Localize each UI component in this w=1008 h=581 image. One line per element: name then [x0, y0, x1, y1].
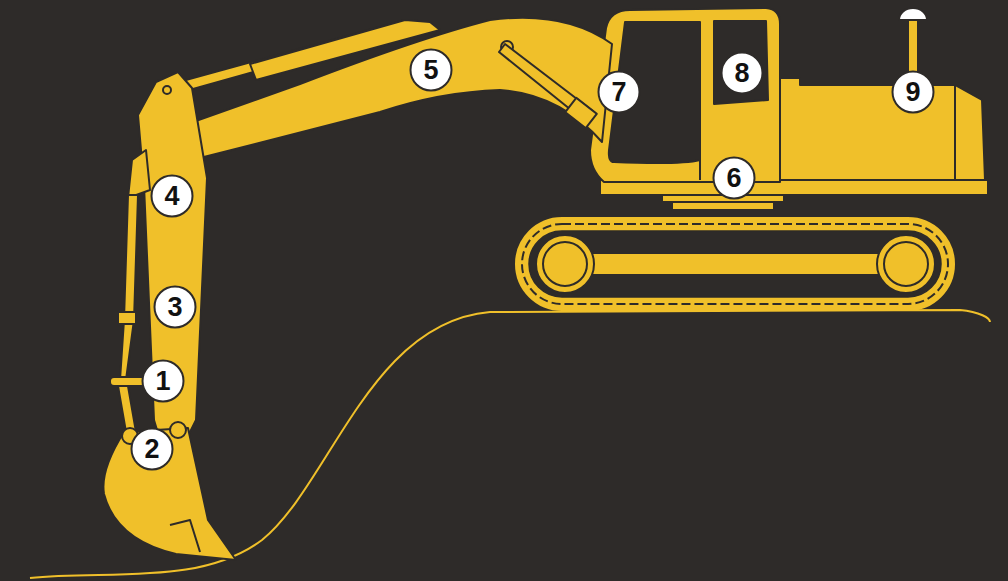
arm-pin — [163, 86, 171, 94]
callout-circle: 2 — [130, 427, 174, 471]
callout-circle: 1 — [141, 359, 185, 403]
bucket-cylinder-rod — [120, 320, 134, 380]
drive-hub — [884, 242, 928, 286]
bucket-cylinder-barrel — [124, 195, 138, 320]
callout-circle-shape — [599, 72, 640, 113]
callout-number: 5 — [423, 57, 438, 84]
arm — [138, 72, 207, 440]
drive-wheel — [877, 235, 935, 293]
engine-housing — [775, 78, 985, 180]
bucket-tooth — [170, 520, 200, 552]
track-links — [522, 224, 948, 304]
callout-circle-shape — [722, 53, 763, 94]
callout-circle-shape — [152, 176, 193, 217]
cab-side-window — [714, 21, 768, 104]
callout-number: 7 — [611, 79, 626, 106]
bucket — [103, 428, 236, 560]
track — [522, 224, 948, 304]
track-inner — [529, 231, 941, 297]
callout-circle: 6 — [712, 156, 756, 200]
callout-number: 8 — [734, 60, 749, 87]
housing-line — [954, 85, 956, 180]
cab — [590, 8, 780, 182]
callout-circle-shape — [143, 361, 184, 402]
callout-number: 9 — [905, 79, 920, 106]
bucket-link-rod — [118, 386, 136, 432]
callout-circle: 7 — [597, 70, 641, 114]
cab-door-line — [699, 112, 701, 180]
arm-bucket-pin — [170, 422, 186, 438]
callout-circle: 5 — [409, 48, 453, 92]
exhaust-cap — [899, 8, 927, 20]
callout-number: 6 — [726, 165, 741, 192]
boom — [175, 18, 612, 160]
callout-circle-shape — [893, 72, 934, 113]
cab-front-window — [609, 22, 700, 163]
callout-number: 1 — [155, 368, 170, 395]
idler-hub — [543, 242, 587, 286]
callout-circle-shape — [132, 429, 173, 470]
callout-circle-shape — [155, 287, 196, 328]
bucket-cylinder-collar — [118, 312, 136, 324]
callout-circle: 8 — [720, 51, 764, 95]
arm-bracket — [128, 150, 150, 198]
turntable-base — [672, 202, 774, 210]
boom-cylinder-barrel — [565, 98, 597, 128]
callout-circle-shape — [411, 50, 452, 91]
track-frame — [565, 253, 906, 275]
callout-number: 2 — [144, 436, 159, 463]
idler-wheel — [536, 235, 594, 293]
callout-circle: 3 — [153, 285, 197, 329]
callout-number: 4 — [164, 183, 179, 210]
callout-circle: 9 — [891, 70, 935, 114]
callout-circle: 4 — [150, 174, 194, 218]
callout-circle-shape — [714, 158, 755, 199]
callout-number: 3 — [167, 294, 182, 321]
